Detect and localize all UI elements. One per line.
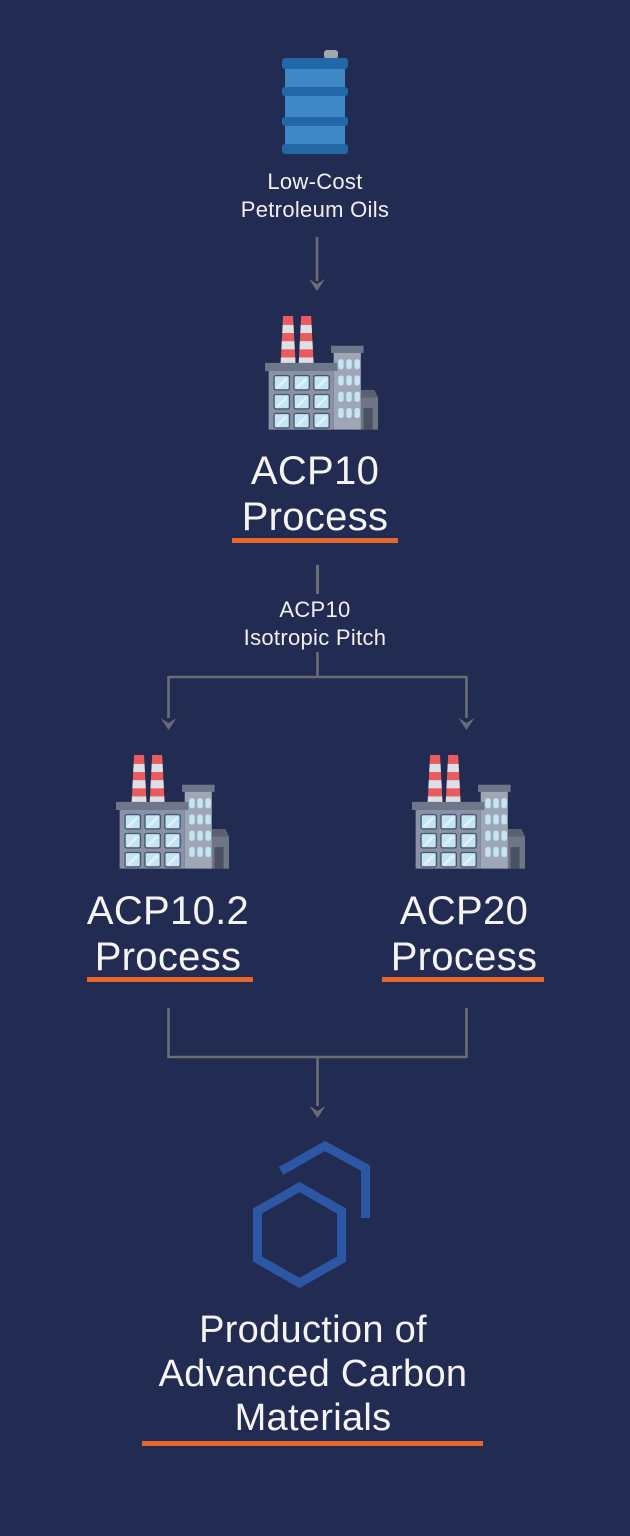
process2-title: ACP10.2 Process [18,888,318,980]
process1-line2: Process [241,495,389,539]
intermediate-line2: Isotropic Pitch [243,625,387,650]
connector-line [316,565,319,594]
process1-title: ACP10 Process [165,448,465,540]
process2-line2: Process [94,935,242,979]
branch-connector-icon [160,652,475,730]
source-label: Low-Cost Petroleum Oils [165,168,465,224]
factory-icon [107,751,229,869]
source-label-line1: Low-Cost [267,169,363,194]
factory-icon [256,312,378,430]
arrow-down-icon [309,237,325,291]
oil-barrel-icon [282,50,348,154]
process3-underline [382,977,544,982]
intermediate-line1: ACP10 [279,597,351,622]
source-label-line2: Petroleum Oils [240,197,390,222]
process3-line2: Process [390,935,538,979]
merge-connector-icon [167,1008,468,1118]
output-line3: Materials [234,1397,392,1439]
factory-icon [403,751,525,869]
process1-line1: ACP10 [250,449,380,493]
output-underline [142,1441,483,1446]
process2-line1: ACP10.2 [86,889,250,933]
process3-line1: ACP20 [399,889,529,933]
output-title: Production of Advanced Carbon Materials [113,1308,513,1440]
output-line2: Advanced Carbon [158,1353,468,1395]
carbon-hexagon-icon [253,1140,370,1289]
output-line1: Production of [199,1309,427,1351]
intermediate-label: ACP10 Isotropic Pitch [165,596,465,652]
process1-underline [232,538,398,543]
process3-title: ACP20 Process [314,888,614,980]
process2-underline [87,977,253,982]
